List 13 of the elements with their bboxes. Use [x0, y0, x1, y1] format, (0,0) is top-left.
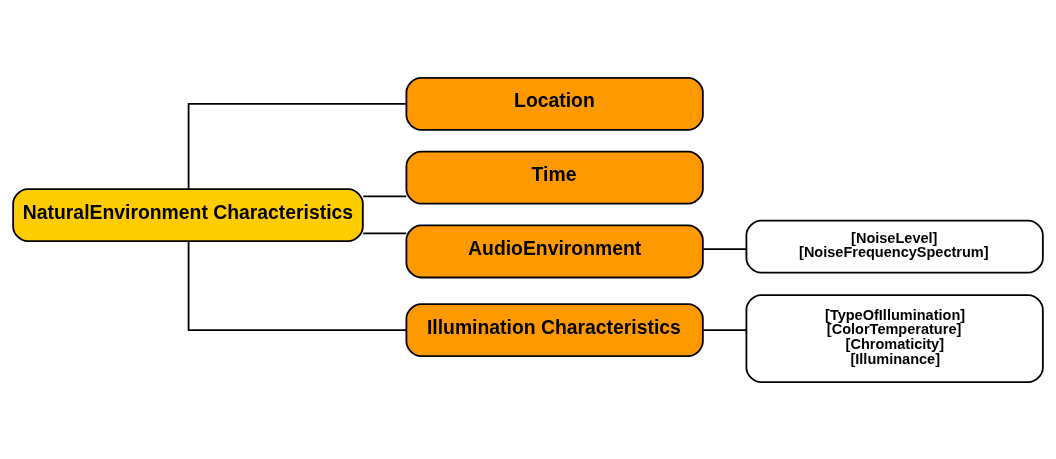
connector — [702, 328, 748, 331]
connector — [362, 231, 408, 234]
node-box: AudioEnvironment — [405, 224, 704, 278]
connector — [702, 247, 748, 250]
node-box: Time — [405, 150, 704, 205]
connector — [362, 195, 408, 197]
node-box: [TypeOfIllumination] [ColorTemperature] [Chromaticity] [Illuminance] — [745, 293, 1044, 383]
connector — [187, 239, 408, 331]
node-box: NaturalEnvironment Characteristics — [12, 187, 364, 242]
connector — [187, 102, 408, 190]
node-box: Illumination Characteristics — [405, 302, 704, 357]
node-box: [NoiseLevel] [NoiseFrequencySpectrum] — [745, 219, 1044, 274]
node-box: Location — [405, 76, 704, 131]
